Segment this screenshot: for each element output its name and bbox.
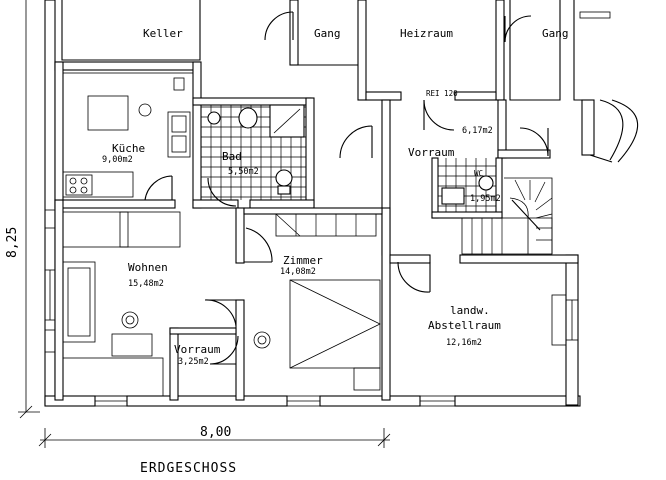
- dimension-height-label: 8,25: [5, 227, 20, 258]
- kitchen-fixtures: [62, 69, 194, 198]
- room-label-wohnen: Wohnen: [128, 261, 168, 274]
- room-label-abstellraum-line1: landw.: [450, 304, 490, 317]
- fire-rating-label: REI 120: [426, 89, 458, 98]
- dimension-vertical: 8,25: [5, 0, 40, 419]
- room-area-wohnen: 15,48m2: [128, 279, 164, 289]
- room-label-kueche: Küche: [112, 142, 145, 155]
- room-area-vorraum-top: 6,17m2: [462, 126, 493, 136]
- bedroom-furniture: [253, 279, 381, 391]
- bathroom-tiles: [201, 104, 306, 200]
- room-label-gang-2: Gang: [542, 27, 569, 40]
- room-label-heizraum: Heizraum: [400, 27, 453, 40]
- storage-fixtures: [551, 294, 567, 346]
- upper-outlines: [61, 0, 639, 163]
- zimmer-steps: [275, 213, 377, 237]
- plan-title: ERDGESCHOSS: [140, 461, 237, 476]
- room-label-wc: WC: [474, 169, 483, 178]
- room-area-vorraum-bottom: 3,25m2: [178, 357, 209, 367]
- dimension-horizontal: 8,00: [38, 425, 391, 448]
- room-label-gang-1: Gang: [314, 27, 341, 40]
- staircase: [461, 177, 553, 255]
- room-label-keller: Keller: [143, 27, 183, 40]
- living-furniture: [62, 211, 181, 397]
- wc-tiles: [438, 158, 496, 212]
- room-label-vorraum-bottom: Vorraum: [174, 343, 221, 356]
- walls: [44, 0, 595, 407]
- room-area-zimmer: 14,08m2: [280, 267, 316, 277]
- room-area-kueche: 9,00m2: [102, 155, 133, 165]
- room-labels: Keller Gang Heizraum Gang REI 120 6,17m2…: [102, 27, 569, 367]
- room-label-bad: Bad: [222, 150, 242, 163]
- dimension-width-label: 8,00: [200, 425, 231, 440]
- room-area-bad: 5,50m2: [228, 167, 259, 177]
- doors: [144, 11, 549, 365]
- room-area-abstellraum: 12,16m2: [446, 338, 482, 348]
- room-label-vorraum-top: Vorraum: [408, 146, 455, 159]
- room-label-abstellraum-line2: Abstellraum: [428, 319, 501, 332]
- room-area-wc: 1,95m2: [470, 194, 501, 204]
- room-label-zimmer: Zimmer: [283, 254, 323, 267]
